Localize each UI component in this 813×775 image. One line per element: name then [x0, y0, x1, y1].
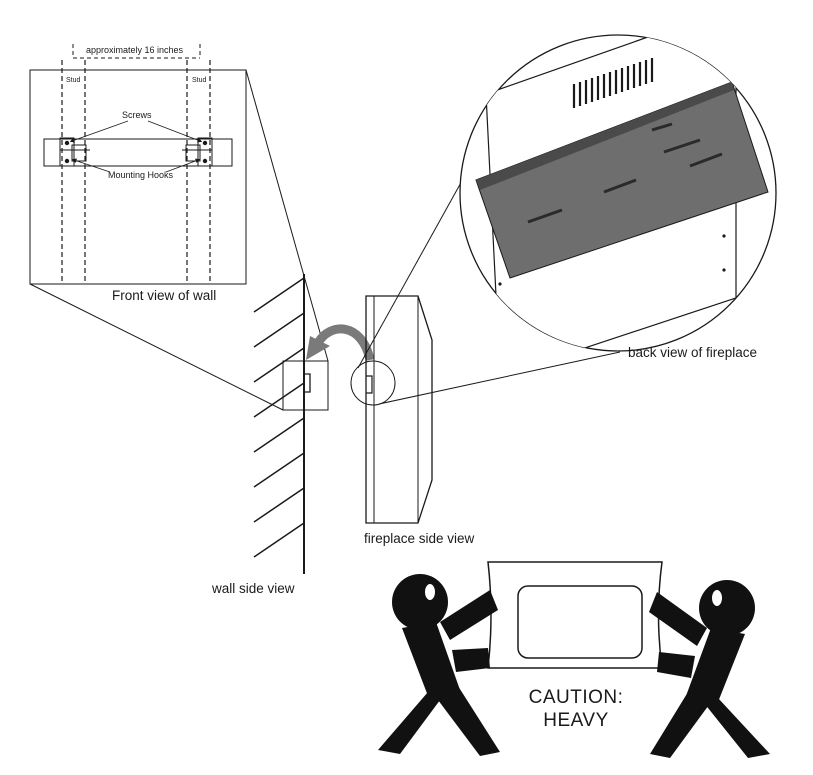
- stud-left: [61, 60, 86, 284]
- panel-screw-holes: [498, 234, 726, 324]
- back-view-of-fireplace: [459, 34, 777, 352]
- caution-line-2: HEAVY: [543, 710, 609, 731]
- back-view-zoom-lines: [357, 169, 621, 405]
- back-view-caption: back view of fireplace: [628, 345, 758, 360]
- fireplace-side-view: [350, 295, 433, 524]
- plate-slots: [527, 122, 723, 224]
- mounting-hooks-label: Mounting Hooks: [108, 170, 174, 180]
- carried-fireplace-window: [517, 585, 643, 659]
- stud-right: [186, 60, 211, 284]
- stud-left-label: Stud: [66, 77, 81, 84]
- fireplace-hook: [366, 375, 373, 394]
- caution-text: CAUTION: HEAVY: [516, 686, 636, 732]
- mounting-hook-right: [182, 137, 213, 167]
- person-right-icon: [649, 580, 770, 758]
- wall-detail-box: [282, 360, 329, 411]
- person-left-icon: [378, 574, 500, 756]
- caution-line-1: CAUTION:: [528, 687, 624, 708]
- hooks-leaders: [71, 158, 201, 173]
- caution-illustration: [378, 561, 770, 758]
- front-view-caption: Front view of wall: [112, 288, 217, 303]
- wall-side-view-caption: wall side view: [212, 581, 295, 596]
- fireplace-side-view-caption: fireplace side view: [364, 531, 475, 546]
- dimension-label: approximately 16 inches: [86, 45, 184, 55]
- vent-slots: [572, 58, 654, 108]
- wall-bracket-hook: [304, 373, 311, 393]
- front-view-of-wall: [29, 44, 247, 285]
- mounting-hook-left: [59, 137, 90, 167]
- front-view-frame: [29, 69, 247, 285]
- mounting-bracket: [43, 138, 233, 167]
- front-view-zoom-lines: [29, 69, 329, 411]
- mounting-plate-top: [476, 82, 734, 190]
- screw-dots: [64, 140, 208, 164]
- dimension-bracket: [72, 44, 201, 59]
- fireplace-body-outline: [365, 295, 433, 524]
- fireplace-detail-circle: [350, 360, 396, 406]
- screws-label: Screws: [122, 110, 152, 120]
- screws-leaders: [69, 120, 203, 143]
- wall-side-view: [253, 274, 329, 574]
- stud-right-label: Stud: [192, 77, 207, 84]
- wall-hatching: [253, 277, 305, 558]
- hang-direction-arrow: [306, 324, 375, 362]
